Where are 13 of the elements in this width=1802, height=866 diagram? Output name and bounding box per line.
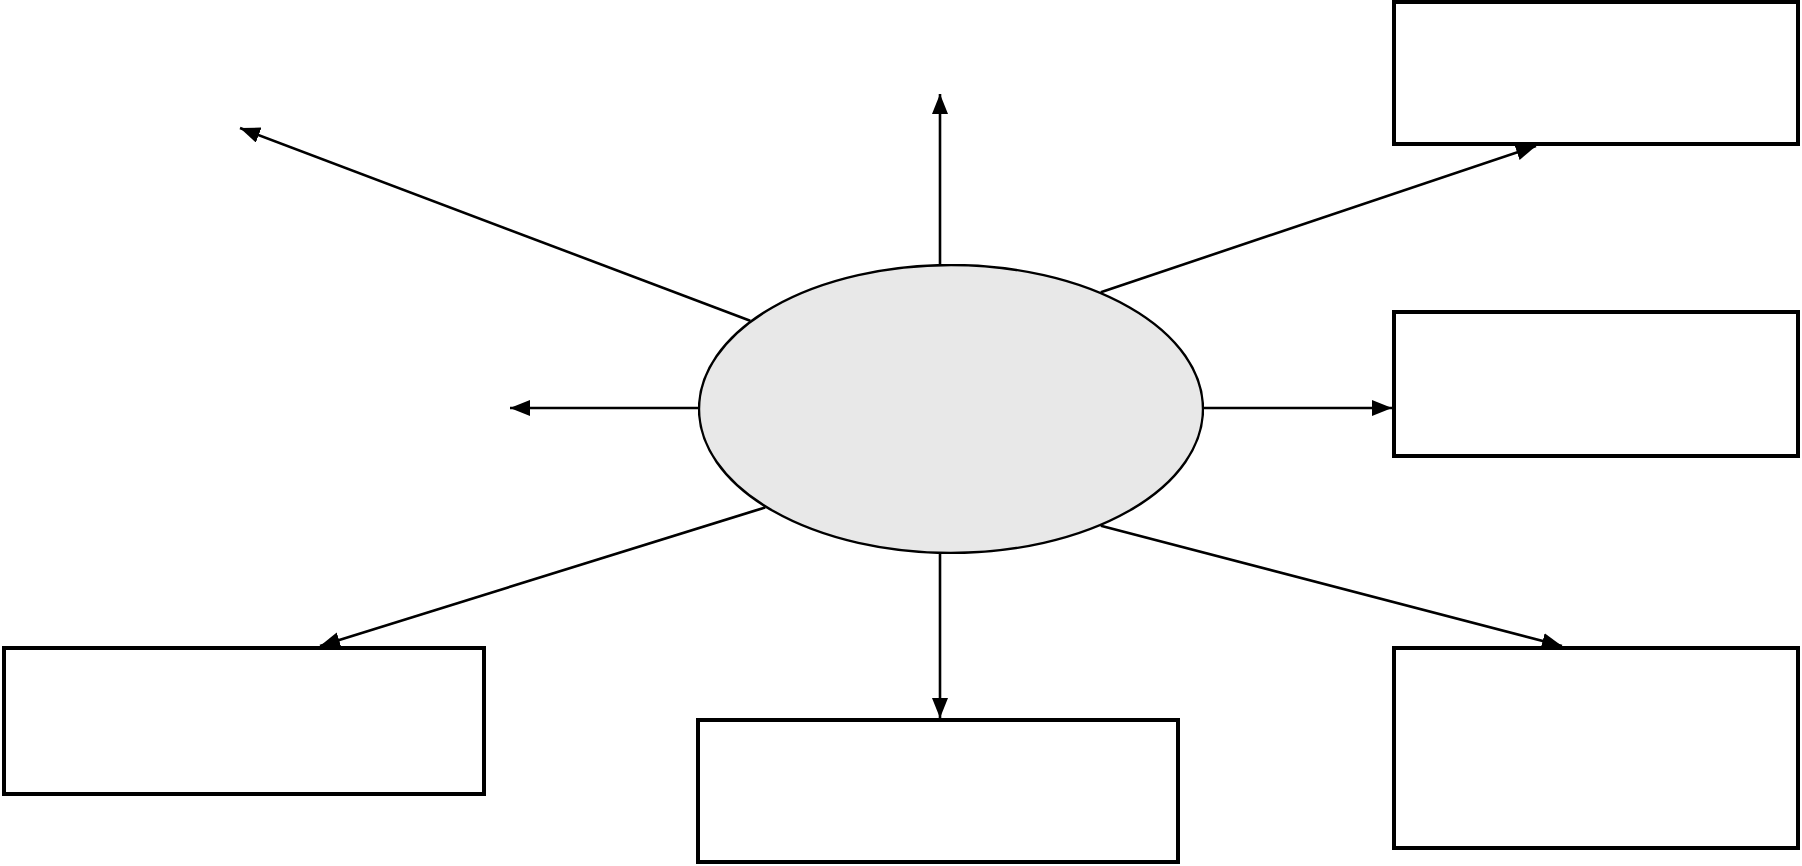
arrow	[1100, 524, 1563, 649]
arrow	[319, 506, 766, 648]
empty-rectangle	[1392, 0, 1800, 146]
arrow	[932, 553, 948, 718]
arrow	[239, 126, 751, 322]
empty-rectangle	[2, 646, 486, 796]
arrow	[510, 400, 698, 416]
arrow	[1204, 400, 1392, 416]
empty-rectangle	[1392, 310, 1800, 458]
empty-rectangle	[1392, 646, 1800, 850]
empty-rectangle	[696, 718, 1180, 864]
arrow	[1100, 144, 1537, 294]
arrow	[932, 94, 948, 265]
